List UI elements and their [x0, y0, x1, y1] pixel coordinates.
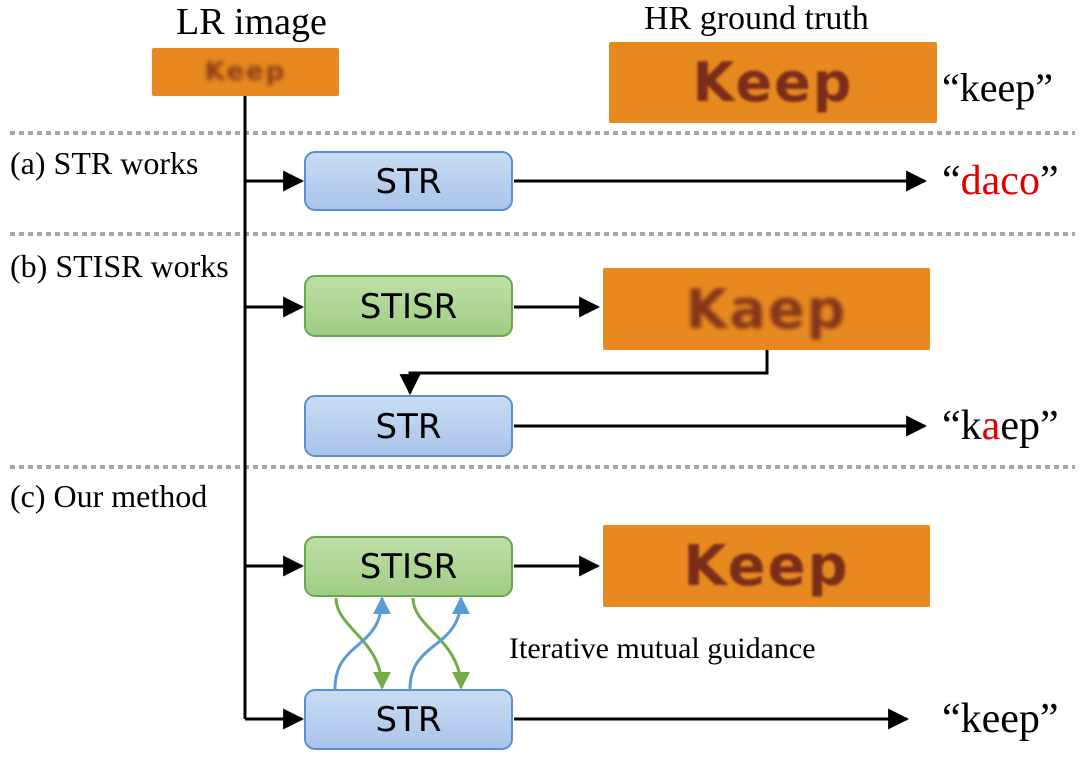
lr-image-text: Keep: [204, 57, 287, 87]
lr-image-patch: Keep: [152, 48, 339, 96]
str-box-b: STR: [304, 395, 513, 457]
stisr-b-output-text: Kaep: [685, 277, 848, 341]
str-box-c: STR: [304, 689, 513, 750]
iterative-guidance-label: Iterative mutual guidance: [509, 632, 816, 665]
stisr-c-output-text: Keep: [683, 533, 850, 599]
str-box-a-label: STR: [376, 162, 442, 202]
output-b-prefix: “k: [942, 403, 982, 449]
output-a: “daco”: [942, 157, 1059, 205]
lr-image-header: LR image: [176, 1, 327, 43]
section-a-label: (a) STR works: [10, 145, 199, 181]
str-box-c-label: STR: [376, 700, 442, 740]
section-b-label: (b) STISR works: [10, 248, 229, 284]
output-a-close-quote: ”: [1039, 158, 1059, 204]
output-b-suffix: ep”: [1000, 403, 1059, 449]
output-c: “keep”: [942, 696, 1059, 742]
output-b-error-char: a: [981, 403, 1001, 449]
guidance-blue-arrow-1: [333, 596, 391, 690]
section-c-label: (c) Our method: [10, 478, 208, 514]
output-b: “kaep”: [942, 402, 1059, 450]
output-a-open-quote: “: [942, 158, 961, 204]
stisr-box-b: STISR: [304, 275, 513, 337]
guidance-green-arrow-2: [411, 597, 470, 690]
stisr-b-output-patch: Kaep: [603, 268, 930, 350]
stisr-box-c-label: STISR: [360, 547, 458, 587]
hr-image-text: Keep: [692, 51, 854, 114]
hr-label: “keep”: [942, 65, 1054, 110]
output-a-word: daco: [960, 158, 1040, 204]
stisr-c-output-patch: Keep: [603, 525, 930, 607]
arrow-b-feedback: [399, 350, 769, 396]
str-box-a: STR: [304, 151, 513, 211]
guidance-blue-arrow-2: [408, 596, 470, 690]
hr-image-patch: Keep: [609, 42, 937, 123]
hr-ground-truth-header: HR ground truth: [644, 0, 869, 37]
guidance-green-arrow-1: [334, 597, 391, 690]
stisr-box-b-label: STISR: [360, 287, 458, 327]
str-box-b-label: STR: [376, 407, 442, 447]
stisr-box-c: STISR: [304, 536, 513, 597]
